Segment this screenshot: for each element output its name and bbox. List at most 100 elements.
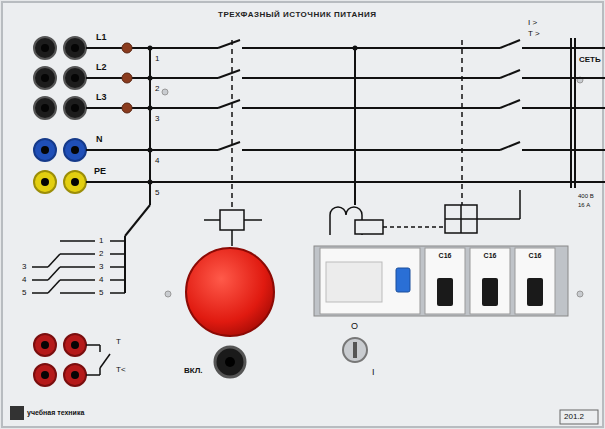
- rating-label: 400 В: [578, 193, 594, 199]
- wire: [60, 240, 95, 242]
- socket-hole: [41, 74, 49, 82]
- wire: [99, 368, 101, 375]
- trip-unit-cross: [445, 218, 477, 220]
- socket-black: [34, 37, 56, 59]
- socket-group: [34, 37, 86, 386]
- junction-dot: [353, 46, 358, 51]
- neutral-label: N: [96, 135, 103, 144]
- wire: [132, 47, 218, 49]
- socket-yellow: [64, 171, 86, 193]
- socket-hole: [41, 178, 49, 186]
- socket-hole: [71, 146, 79, 154]
- mechanical-link: [461, 40, 463, 205]
- switch-contact: [218, 142, 240, 150]
- junction-dot: [148, 148, 153, 153]
- earth-label: PE: [94, 167, 106, 176]
- socket-hole: [41, 341, 49, 349]
- wire: [522, 77, 605, 79]
- wire: [32, 279, 48, 281]
- breaker-toggle: [437, 278, 453, 306]
- wire: [60, 292, 95, 294]
- bus-wire: [125, 205, 150, 236]
- socket-black: [64, 97, 86, 119]
- switch-contact: [500, 70, 520, 78]
- socket-hole: [71, 341, 79, 349]
- wire: [204, 219, 220, 221]
- terminal-number: 2: [99, 250, 103, 258]
- socket-hole: [71, 178, 79, 186]
- terminal-number: 5: [99, 289, 103, 297]
- breaker-face: C16: [425, 248, 465, 314]
- wire: [48, 267, 60, 280]
- rating-label: 16 А: [578, 202, 590, 208]
- socket-red: [34, 334, 56, 356]
- socket-yellow: [34, 171, 56, 193]
- junction-dot: [148, 106, 153, 111]
- wire: [132, 107, 218, 109]
- phase-label: L3: [96, 93, 107, 102]
- wire: [86, 374, 100, 376]
- socket-hole: [41, 371, 49, 379]
- breaker-body: [425, 248, 465, 314]
- breaker-toggle: [482, 278, 498, 306]
- socket-hole: [71, 371, 79, 379]
- terminal-number: 3: [22, 263, 26, 271]
- wire: [60, 253, 95, 255]
- wire: [110, 279, 125, 281]
- terminals: [122, 43, 132, 113]
- bus-number: 1: [155, 55, 159, 63]
- wire: [231, 230, 233, 246]
- wire: [48, 254, 60, 267]
- wire: [48, 280, 60, 293]
- breaker-rating: C16: [470, 248, 510, 259]
- on-label: ВКЛ.: [184, 367, 203, 375]
- switch-contact: [218, 70, 240, 78]
- screw: [577, 291, 583, 297]
- socket-hole: [41, 104, 49, 112]
- bus-number: 5: [155, 189, 159, 197]
- screw: [162, 89, 168, 95]
- switch-contact: [500, 40, 520, 48]
- socket-black: [34, 97, 56, 119]
- socket-holes: [41, 44, 79, 379]
- socket-red: [64, 334, 86, 356]
- wire: [242, 47, 500, 49]
- socket-black: [64, 37, 86, 59]
- terminal-number: 5: [22, 289, 26, 297]
- socket-hole: [41, 44, 49, 52]
- switch-contact: [500, 142, 520, 150]
- breaker-rating: C16: [425, 248, 465, 259]
- socket-red: [64, 364, 86, 386]
- bus-number: 2: [155, 85, 159, 93]
- model-frame: [560, 410, 598, 424]
- wire-pe: [86, 181, 605, 183]
- screw: [165, 291, 171, 297]
- socket-hole: [71, 74, 79, 82]
- wire: [60, 279, 95, 281]
- wire: [32, 292, 48, 294]
- wire: [522, 149, 605, 151]
- signal-wiring: [32, 241, 125, 375]
- busbar: [574, 38, 576, 188]
- key-position: O: [351, 322, 358, 331]
- busbar: [570, 38, 572, 188]
- terminal-number: 4: [99, 276, 103, 284]
- phase-label: L1: [96, 33, 107, 42]
- socket-hole: [71, 44, 79, 52]
- terminal: [122, 43, 132, 53]
- socket-blue: [34, 139, 56, 161]
- terminal: [122, 73, 132, 83]
- overcurrent-relay: [355, 220, 383, 234]
- socket-black: [64, 67, 86, 89]
- wire: [60, 266, 95, 268]
- wire: [86, 344, 100, 346]
- wire: [244, 219, 262, 221]
- model-number: 201.2: [564, 413, 584, 421]
- terminal-number: 3: [99, 263, 103, 271]
- key-position: I: [372, 368, 375, 377]
- wire: [110, 253, 125, 255]
- socket-blue: [64, 139, 86, 161]
- branch-wire: [354, 48, 356, 205]
